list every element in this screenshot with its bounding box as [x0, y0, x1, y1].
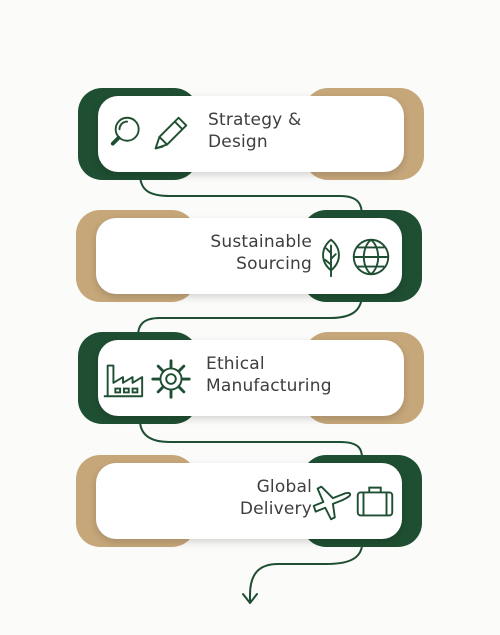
step-card: Ethical Manufacturing [98, 340, 404, 416]
suitcase-icon [356, 486, 394, 517]
step-card: Sustainable Sourcing [96, 218, 402, 294]
step-label-line2: Delivery [239, 499, 312, 519]
step-label: Global Delivery [240, 476, 312, 520]
step-label-line2: Manufacturing [206, 376, 332, 396]
step-label-line1: Sustainable [210, 232, 312, 252]
pencil-icon [154, 116, 188, 150]
step-strategy-design: Strategy & Design [78, 88, 424, 180]
step-label-line1: Strategy & [208, 110, 302, 130]
step-label-line1: Global [256, 477, 312, 497]
step-card: Global Delivery [96, 463, 402, 539]
step-card: Strategy & Design [98, 96, 404, 172]
step-label-line1: Ethical [206, 354, 265, 374]
step-sustainable-sourcing: Sustainable Sourcing [76, 210, 422, 302]
gear-icon [151, 359, 191, 399]
magnifier-icon [110, 116, 140, 146]
step-global-delivery: Global Delivery [76, 455, 422, 547]
step-label: Strategy & Design [208, 109, 302, 153]
flow-arrowhead-icon [242, 593, 258, 604]
airplane-icon [312, 485, 352, 521]
globe-icon [352, 238, 390, 276]
step-label-line2: Sourcing [236, 254, 312, 274]
step-label-line2: Design [208, 132, 268, 152]
factory-icon [103, 364, 144, 398]
step-label: Ethical Manufacturing [206, 353, 332, 397]
step-ethical-manufacturing: Ethical Manufacturing [78, 332, 424, 424]
leaf-icon [322, 238, 340, 278]
step-label: Sustainable Sourcing [210, 231, 312, 275]
